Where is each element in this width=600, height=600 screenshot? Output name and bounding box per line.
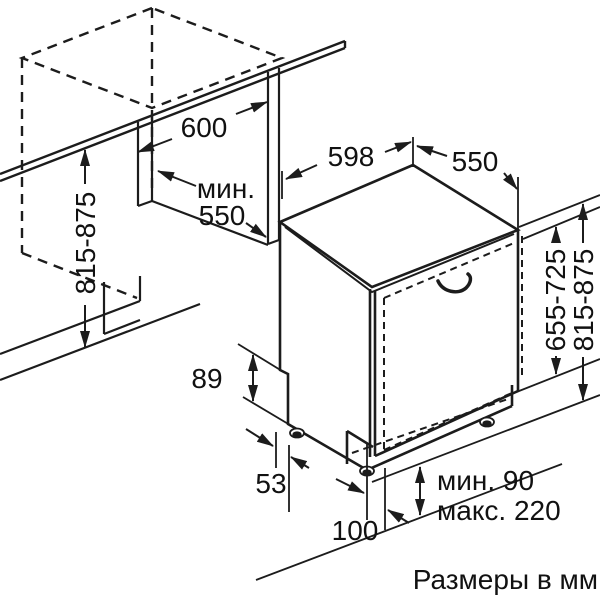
dim-label-appliance-height: 815-875 [568, 249, 599, 352]
dim-label-foot-front-offset: 100 [332, 515, 379, 546]
dim-label-niche-depth-value: 550 [199, 200, 246, 231]
left-cabinet-base [0, 276, 201, 382]
dim-label-plinth-max: макс. 220 [437, 495, 561, 526]
dishwasher-door-dashed [351, 236, 523, 454]
dim-label-niche-depth-min: мин. [197, 173, 255, 204]
caption-units: Размеры в мм [413, 564, 598, 595]
dimension-labels: 600 мин. 550 815-875 598 550 655-725 815… [70, 112, 599, 546]
dim-label-appliance-depth: 550 [452, 146, 499, 177]
dim-label-door-height: 655-725 [540, 249, 571, 352]
dim-label-base-notch: 89 [191, 363, 222, 394]
niche-walls [136, 68, 281, 247]
dim-label-foot-side-offset: 53 [255, 468, 286, 499]
door-handle-icon [436, 272, 473, 294]
dim-label-niche-height: 815-875 [70, 192, 101, 295]
dim-label-plinth-min: мин. 90 [437, 465, 534, 496]
dimension-arrows [80, 101, 588, 524]
countertop [0, 39, 347, 183]
dim-label-niche-width: 600 [181, 112, 228, 143]
dim-label-appliance-width: 598 [328, 141, 375, 172]
